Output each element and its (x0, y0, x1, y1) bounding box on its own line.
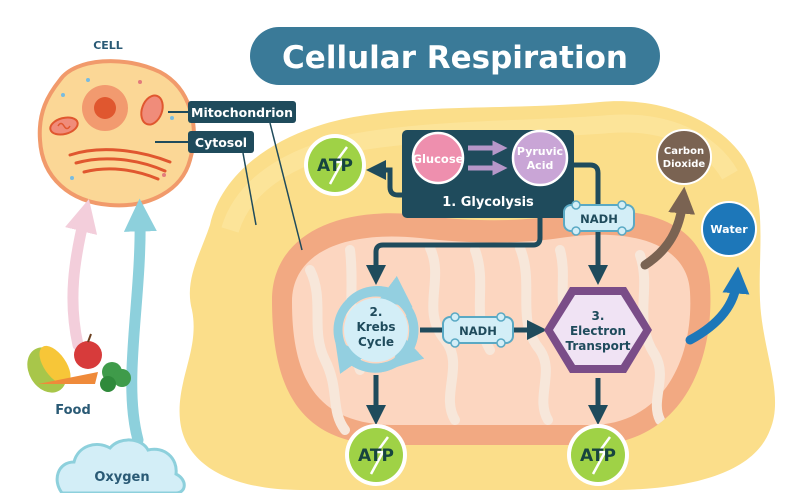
cell-particle (70, 176, 74, 180)
krebs-cycle-arrow (334, 339, 390, 374)
glycolysis-stage: Glucose Pyruvic Acid 1. Glycolysis (402, 129, 574, 218)
cell-particle (162, 173, 166, 177)
apple-icon (74, 341, 102, 369)
cell-er-fold (82, 167, 160, 181)
nadh-bead (571, 200, 581, 210)
nadh-bead (617, 226, 627, 236)
glycolysis-to-atp-arrow (366, 160, 414, 198)
pyruvic-label-line2: Acid (527, 159, 554, 172)
nadh-bead (450, 312, 460, 322)
callout-cytosol-text: Cytosol (195, 135, 247, 150)
glucose-label: Glucose (413, 152, 464, 166)
nadh-bead (450, 338, 460, 348)
atp-label-glycolysis: ATP (317, 156, 353, 176)
apple-stem (87, 333, 92, 343)
krebs-label-line3: Cycle (358, 335, 394, 349)
nadh-bead (496, 312, 506, 322)
pyruvic-acid-node (511, 129, 569, 187)
food-label: Food (55, 403, 91, 418)
water-output: Water (701, 201, 757, 257)
electron-label-line3: Transport (565, 339, 630, 353)
co2-label-line2: Dioxide (663, 159, 706, 170)
krebs-cycle-stage: 2. Krebs Cycle (333, 275, 425, 374)
oxygen-label: Oxygen (94, 470, 149, 485)
krebs-label-line2: Krebs (356, 320, 395, 334)
nadh-carrier-top: NADH (563, 200, 635, 236)
broccoli-floret (113, 369, 131, 387)
co2-output: Carbon Dioxide (656, 129, 712, 185)
glycolysis-label: 1. Glycolysis (442, 195, 534, 210)
nadh-box (563, 204, 635, 232)
food-illustration: Food (27, 333, 131, 418)
glucose-node (411, 131, 465, 185)
corn-cob (39, 345, 71, 385)
title-text: Cellular Respiration (282, 40, 628, 76)
nadh-bead (617, 200, 627, 210)
electron-transport-hexagon-inner (553, 295, 643, 365)
glycolysis-to-electron-arrow (568, 162, 608, 285)
callout-leader-line (269, 122, 303, 251)
nadh-top-label: NADH (580, 212, 618, 226)
food-to-cell-arrow (65, 198, 98, 351)
electron-to-co2-arrow (640, 186, 696, 270)
atp-badge-glycolysis: ATP (304, 134, 366, 196)
electron-label-line2: Electron (570, 324, 626, 338)
cell-particle (138, 80, 142, 84)
callout-leader-line (242, 152, 257, 226)
carrot-icon (38, 372, 98, 384)
glycolysis-to-krebs-arrow (366, 218, 543, 285)
cell-label: CELL (93, 39, 123, 52)
broccoli-floret (100, 376, 116, 392)
oxygen-cloud: Oxygen (55, 438, 186, 493)
co2-node (656, 129, 712, 185)
atp-badge-krebs: ATP (345, 424, 407, 486)
cell-illustration: CELL (37, 39, 196, 208)
nadh-middle-label: NADH (459, 324, 497, 338)
callout-box (188, 101, 296, 123)
co2-label-line1: Carbon (664, 146, 704, 157)
title-pill (250, 27, 660, 85)
cell-mitochondrion-crista (57, 122, 71, 130)
atp-label-krebs: ATP (358, 446, 394, 466)
cell-er-fold (74, 157, 167, 173)
pyruvic-label-line1: Pyruvic (517, 145, 563, 158)
cell-mitochondrion-icon (140, 94, 164, 126)
krebs-cycle-arrow (346, 275, 413, 308)
oxygen-cloud-shape (55, 438, 186, 493)
lightning-icon (591, 436, 612, 475)
title-banner: Cellular Respiration (250, 27, 660, 85)
electron-label-line1: 3. (592, 309, 605, 323)
cell-particle (170, 116, 174, 120)
lightning-icon (369, 436, 390, 475)
krebs-cycle-center (344, 298, 408, 362)
electron-transport-stage: 3. Electron Transport (544, 287, 652, 373)
electron-to-water-arrow (685, 266, 750, 345)
atp-label-electron: ATP (580, 446, 616, 466)
oxygen-to-cell-arrow (123, 198, 157, 446)
atp-badge-fill (308, 138, 362, 192)
nadh-bead (571, 226, 581, 236)
callout-cytosol: Cytosol (155, 131, 257, 226)
callout-mitochondrion: Mitochondrion (168, 101, 303, 251)
atp-badge-electron: ATP (567, 424, 629, 486)
lightning-icon (328, 146, 349, 185)
cell-particle (61, 93, 65, 97)
krebs-cycle-arrow (390, 312, 425, 369)
atp-badge-fill (349, 428, 403, 482)
callout-mitochondrion-text: Mitochondrion (191, 105, 293, 120)
cell-er-fold (68, 148, 172, 164)
nadh-box (442, 316, 514, 344)
nadh-bead (496, 338, 506, 348)
atp-badge-fill (571, 428, 625, 482)
krebs-label-line1: 2. (370, 305, 383, 319)
cell-nucleolus (94, 97, 116, 119)
callout-box (188, 131, 254, 153)
cell-particle (86, 78, 90, 82)
nadh-carrier-middle: NADH (442, 312, 514, 348)
water-node (701, 201, 757, 257)
water-label: Water (710, 223, 748, 236)
